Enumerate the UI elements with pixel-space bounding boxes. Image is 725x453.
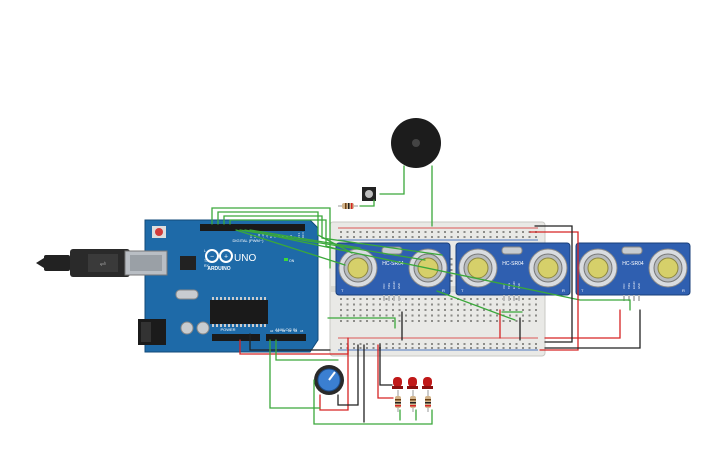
arduino-model: UNO xyxy=(234,253,256,264)
resistor-top[interactable] xyxy=(338,203,358,209)
svg-text:+: + xyxy=(224,254,228,261)
sensor-t-label: T xyxy=(461,288,464,293)
analog-pin-label: A2 xyxy=(282,329,286,333)
wires xyxy=(211,165,641,425)
sensor-label: HC-SR04 xyxy=(502,261,524,267)
sensor-pin-label: ECHO xyxy=(392,282,396,290)
tx-label: TX xyxy=(204,259,209,263)
sensor-r-label: R xyxy=(442,288,445,293)
sensor-pin-label: GND xyxy=(637,283,641,289)
sensor-pin-label: GND xyxy=(397,283,401,289)
sensor-label: HC-SR04 xyxy=(622,261,644,267)
potentiometer[interactable] xyxy=(314,365,344,395)
svg-text:−: − xyxy=(210,254,214,261)
sensor-pin-label: ECHO xyxy=(512,282,516,290)
rx-label: RX xyxy=(204,264,210,268)
on-label: ON xyxy=(289,259,295,263)
sensor-pin-label: TRIG xyxy=(627,283,631,289)
piezo-buzzer[interactable] xyxy=(391,118,441,168)
digital-pin-label: 8 xyxy=(269,236,273,238)
analog-pin-label: A1 xyxy=(276,329,280,333)
led-3 xyxy=(422,377,433,389)
digital-pin-label: 13 xyxy=(249,235,253,238)
analog-pin-label: A0 xyxy=(270,329,274,333)
sensor-r-label: R xyxy=(562,288,565,293)
power-header-label: POWER xyxy=(220,327,235,332)
l-label: L xyxy=(204,249,206,253)
sensor-label: HC-SR04 xyxy=(382,261,404,267)
digital-pin-label: RX 0 xyxy=(301,232,305,238)
analog-pin-label: A3 xyxy=(288,329,292,333)
svg-text:⇌: ⇌ xyxy=(100,259,107,268)
sensor-pin-label: VCC xyxy=(622,283,626,289)
analog-header-label: ANALOG IN xyxy=(275,327,297,332)
sensor-t-label: T xyxy=(341,288,344,293)
analog-pin-label: A5 xyxy=(300,329,304,333)
digital-header-label: DIGITAL (PWM~) xyxy=(233,238,265,243)
sensor-pin-label: GND xyxy=(517,283,521,289)
resistor-group[interactable] xyxy=(395,390,431,412)
digital-pin-label: ~11 xyxy=(257,233,261,238)
analog-pin-label: A4 xyxy=(294,329,298,333)
arduino-logo-icon: − + xyxy=(205,249,233,263)
usb-cable[interactable]: ⇌ xyxy=(36,249,130,277)
digital-pin-label: ~5 xyxy=(281,234,285,238)
digital-pin-label: ~9 xyxy=(265,234,269,238)
push-button[interactable] xyxy=(362,187,376,201)
sensor-pin-label: TRIG xyxy=(387,283,391,289)
led-2 xyxy=(407,377,418,389)
sensor-pin-label: TRIG xyxy=(507,283,511,289)
digital-pin-label: TX 1 xyxy=(297,232,301,238)
digital-pin-label: ~10 xyxy=(261,233,265,238)
led-1 xyxy=(392,377,403,389)
chip-pins xyxy=(212,297,266,327)
led-group[interactable] xyxy=(392,377,433,389)
sensor-pin-label: VCC xyxy=(502,283,506,289)
sensor-pin-label: ECHO xyxy=(632,282,636,290)
sensor-pin-label: VCC xyxy=(382,283,386,289)
digital-pin-label: 7 xyxy=(273,236,277,238)
arduino-uno[interactable]: ⇌ − + ARDUINO UN xyxy=(36,219,319,353)
sensor-r-label: R xyxy=(682,288,685,293)
arduino-brand: ARDUINO xyxy=(207,266,230,272)
sensor-t-label: T xyxy=(581,288,584,293)
